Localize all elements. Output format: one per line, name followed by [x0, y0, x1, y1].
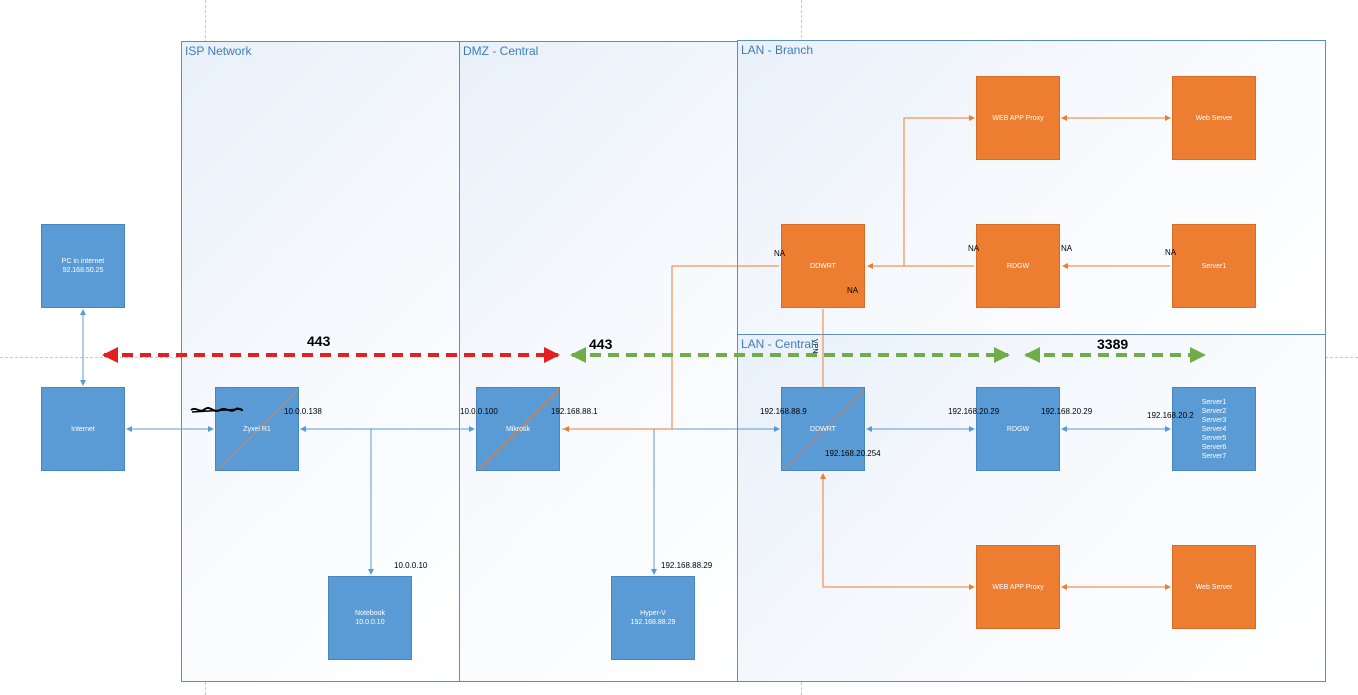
node-server1-branch-name: Server1: [1201, 262, 1227, 270]
node-rdgw-central[interactable]: RDGW: [976, 387, 1060, 471]
node-servers-central[interactable]: Server1 Server2 Server3 Server4 Server5 …: [1172, 387, 1256, 471]
node-webserver-central-name: Web Server: [1195, 583, 1233, 591]
ip-label-rdgw-left: 192.168.20.29: [948, 407, 1000, 416]
node-zyxel-name: Zyxel R1: [243, 425, 271, 433]
ip-label-servers: 192.168.20.2: [1147, 411, 1194, 420]
node-webproxy-central[interactable]: WEB APP Proxy: [976, 545, 1060, 629]
redacted-ip-scribble: [190, 407, 244, 413]
node-internet-name: Internet: [71, 425, 95, 433]
node-webproxy-central-name: WEB APP Proxy: [992, 583, 1044, 591]
node-ddwrt-branch[interactable]: DDWRT: [781, 224, 865, 308]
node-webserver-branch-name: Web Server: [1195, 114, 1233, 122]
node-rdgw-branch[interactable]: RDGW: [976, 224, 1060, 308]
server-line: Server6: [1201, 443, 1227, 451]
server-line: Server7: [1201, 452, 1227, 460]
server-line: Server5: [1201, 434, 1227, 442]
zone-label-isp: ISP Network: [185, 44, 252, 58]
zone-label-dmz: DMZ - Central: [463, 44, 539, 58]
port-label-red-443: 443: [307, 333, 331, 349]
router-diagonal-icon: [217, 389, 298, 470]
na-label: NA: [1061, 244, 1073, 253]
na-label: NA: [847, 286, 859, 295]
node-hyperv[interactable]: Hyper-V 192.168.88.29: [611, 576, 695, 660]
ip-label-hyperv: 192.168.88.29: [661, 561, 713, 570]
node-ddwrt-branch-name: DDWRT: [810, 262, 836, 270]
node-internet[interactable]: Internet: [41, 387, 125, 471]
ip-label-zyxel-lan: 10.0.0.138: [284, 407, 322, 416]
router-diagonal-icon: [478, 389, 559, 470]
node-rdgw-branch-name: RDGW: [1006, 262, 1030, 270]
server-line: Server2: [1201, 407, 1227, 415]
node-webserver-branch[interactable]: Web Server: [1172, 76, 1256, 160]
node-notebook[interactable]: Notebook 10.0.0.10: [328, 576, 412, 660]
ip-label-notebook: 10.0.0.10: [394, 561, 428, 570]
node-ddwrt-central[interactable]: DDWRT: [781, 387, 865, 471]
link-proxy-to-ddwrt-branch: [903, 115, 975, 266]
link-ddwrt-central-proxy: [820, 473, 975, 590]
server-line: Server1: [1201, 398, 1227, 406]
node-webproxy-branch-name: WEB APP Proxy: [992, 114, 1044, 122]
zone-label-lan-branch: LAN - Branch: [741, 43, 814, 57]
node-pc-in-internet[interactable]: PC in internet 92.168.50.25: [41, 224, 125, 308]
node-hyperv-name: Hyper-V: [640, 610, 666, 617]
node-mikrotik-name: Mikrotik: [505, 425, 531, 433]
vpn-label: VPN: [811, 339, 818, 354]
node-ddwrt-central-name: DDWRT: [810, 425, 836, 433]
node-zyxel-router[interactable]: Zyxel R1: [215, 387, 299, 471]
ip-label-mikrotik-lan: 192.168.88.1: [551, 407, 598, 416]
router-diagonal-icon: [783, 389, 864, 470]
ip-label-rdgw-right: 192.168.20.29: [1041, 407, 1093, 416]
port-label-green-3389: 3389: [1097, 336, 1129, 352]
na-label: NA: [774, 249, 786, 258]
node-pc-in-internet-ip: 92.168.50.25: [62, 267, 104, 274]
node-hyperv-ip: 192.168.88.29: [630, 619, 676, 626]
node-rdgw-central-name: RDGW: [1006, 425, 1030, 433]
server-line: Server3: [1201, 416, 1227, 424]
node-webserver-central[interactable]: Web Server: [1172, 545, 1256, 629]
na-label: NA: [1165, 248, 1177, 257]
node-pc-in-internet-name: PC in internet: [61, 258, 105, 265]
node-notebook-name: Notebook: [355, 610, 385, 617]
port-label-green-443: 443: [589, 336, 613, 352]
na-label: NA: [968, 244, 980, 253]
server-line: Server4: [1201, 425, 1227, 433]
node-server1-branch[interactable]: Server1: [1172, 224, 1256, 308]
ip-label-ddwrt-wan: 192.168.88.9: [760, 407, 807, 416]
node-mikrotik-router[interactable]: Mikrotik: [476, 387, 560, 471]
ip-label-ddwrt-lan: 192.168.20.254: [825, 449, 881, 458]
node-webproxy-branch[interactable]: WEB APP Proxy: [976, 76, 1060, 160]
ip-label-mikrotik-wan: 10.0.0.100: [460, 407, 498, 416]
node-notebook-ip: 10.0.0.10: [355, 619, 385, 626]
